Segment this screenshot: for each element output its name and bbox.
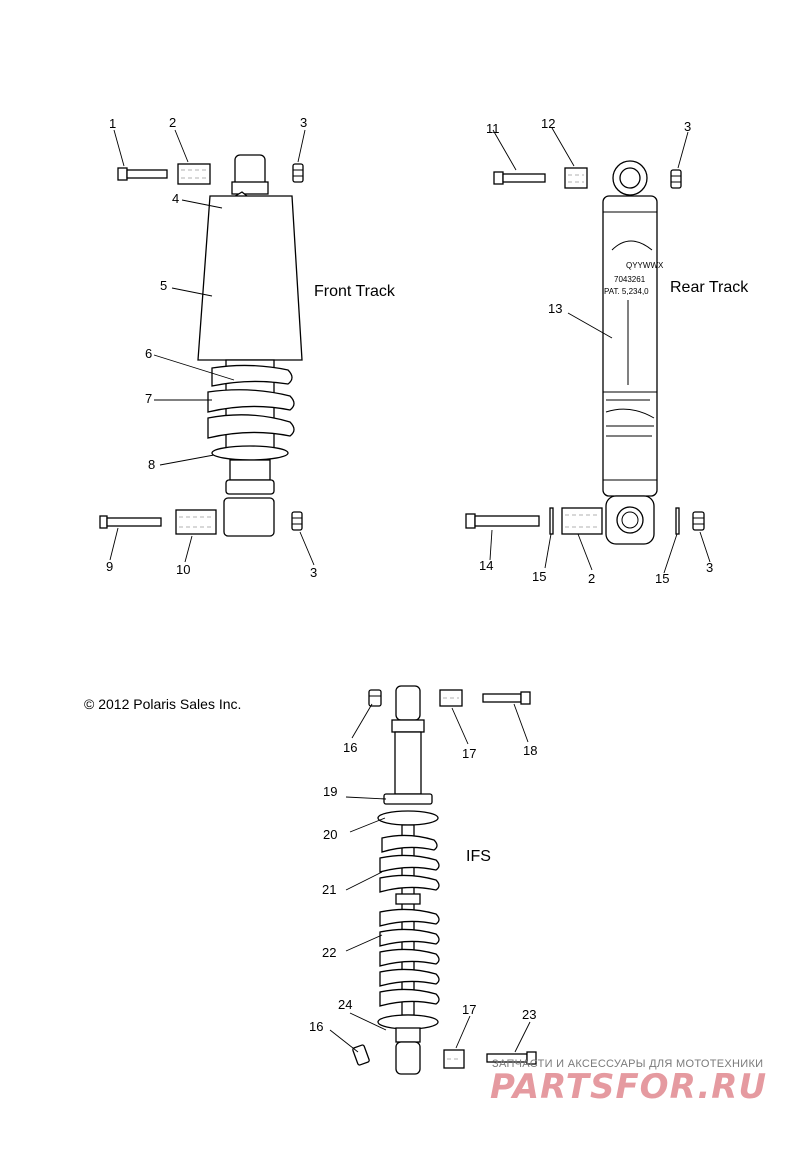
nut-16-bottom xyxy=(352,1044,370,1066)
ifs-cap xyxy=(391,719,425,733)
callout-3-lower: 3 xyxy=(310,565,317,580)
callout-17-top: 17 xyxy=(462,746,476,761)
callout-23: 23 xyxy=(522,1007,536,1022)
spring-7 xyxy=(207,364,295,439)
callout-10: 10 xyxy=(176,562,190,577)
callout-16-top: 16 xyxy=(343,740,357,755)
spring-21 xyxy=(379,834,440,893)
bushing-2-rear xyxy=(561,507,603,535)
lower-eye-ifs xyxy=(395,1041,421,1075)
lower-eye-front xyxy=(223,497,275,537)
callout-8: 8 xyxy=(148,457,155,472)
nut-3-bottom-front xyxy=(291,511,303,531)
callout-15-left: 15 xyxy=(532,569,546,584)
callout-17-bottom: 17 xyxy=(462,1002,476,1017)
nut-3-bottom-rear xyxy=(692,511,705,531)
decal-line-1: QYYWWX xyxy=(626,261,664,270)
callout-4: 4 xyxy=(172,191,179,206)
callout-12: 12 xyxy=(541,116,555,131)
front-track-assembly: 1 2 3 4 5 6 7 8 9 10 3 Front Track xyxy=(99,115,396,580)
nut-16-top xyxy=(368,689,382,707)
upper-eye-ifs xyxy=(395,685,421,721)
callout-6: 6 xyxy=(145,346,152,361)
section-title-ifs: IFS xyxy=(466,848,491,865)
nut-3-top-rear xyxy=(670,169,682,189)
bolt-9 xyxy=(99,515,162,529)
bushing-12 xyxy=(564,167,588,189)
section-title-rear-track: Rear Track xyxy=(670,279,749,296)
upper-mount-front xyxy=(231,181,269,195)
collar-19 xyxy=(383,793,433,805)
spring-seat-20 xyxy=(377,810,439,826)
lower-mount-ifs xyxy=(395,1027,421,1043)
callout-19: 19 xyxy=(323,784,337,799)
spring-seat-24 xyxy=(377,1014,439,1030)
callout-16-bottom: 16 xyxy=(309,1019,323,1034)
bolt-18 xyxy=(482,691,531,705)
ifs-assembly: 16 17 18 19 20 21 22 24 16 17 23 IFS xyxy=(309,685,537,1075)
bushing-17-top xyxy=(439,689,463,707)
callout-24: 24 xyxy=(338,997,352,1012)
bolt-23 xyxy=(486,1051,537,1065)
callout-7: 7 xyxy=(145,391,152,406)
bolt-14 xyxy=(465,513,540,529)
bolt-11 xyxy=(493,171,546,185)
callout-14: 14 xyxy=(479,558,493,573)
decal-line-3: PAT. 5,234,0 xyxy=(604,287,649,296)
spring-seat-8 xyxy=(211,445,289,461)
callout-3: 3 xyxy=(300,115,307,130)
spring-22 xyxy=(379,908,440,1007)
bushing-17-bottom xyxy=(443,1049,465,1069)
bushing-2 xyxy=(177,163,211,185)
callout-15-right: 15 xyxy=(655,571,669,586)
ifs-body xyxy=(394,731,422,795)
rear-track-assembly: QYYWWX 7043261 PAT. 5,234,0 xyxy=(465,116,749,586)
decal-line-2: 7043261 xyxy=(614,275,646,284)
callout-3-rear-top: 3 xyxy=(684,119,691,134)
callout-22: 22 xyxy=(322,945,336,960)
washer-15-left xyxy=(549,507,554,535)
callout-3-rear-bottom: 3 xyxy=(706,560,713,575)
section-title-front-track: Front Track xyxy=(314,283,396,300)
adjuster-ring-front xyxy=(225,479,275,495)
nut-3-top-front xyxy=(292,163,304,183)
spring-divider xyxy=(395,893,421,905)
lower-body-front xyxy=(229,459,271,481)
callout-5: 5 xyxy=(160,278,167,293)
copyright-text: © 2012 Polaris Sales Inc. xyxy=(84,696,241,712)
bushing-10 xyxy=(175,509,217,535)
washer-15-right xyxy=(675,507,680,535)
watermark: ЗАПЧАСТИ И АКСЕССУАРЫ ДЛЯ МОТОТЕХНИКИ PA… xyxy=(490,1058,767,1107)
callout-11: 11 xyxy=(486,121,500,136)
watermark-tagline: ЗАПЧАСТИ И АКСЕССУАРЫ ДЛЯ МОТОТЕХНИКИ xyxy=(492,1058,763,1070)
callout-21: 21 xyxy=(322,882,336,897)
shock-decal: QYYWWX 7043261 PAT. 5,234,0 xyxy=(604,240,664,437)
callout-13: 13 xyxy=(548,301,562,316)
bolt-1 xyxy=(117,167,168,181)
callout-18: 18 xyxy=(523,743,537,758)
callout-1: 1 xyxy=(109,116,116,131)
watermark-brand: PARTSFOR.RU xyxy=(490,1067,767,1107)
callout-9: 9 xyxy=(106,559,113,574)
callout-2: 2 xyxy=(169,115,176,130)
callout-2-rear: 2 xyxy=(588,571,595,586)
callout-20: 20 xyxy=(323,827,337,842)
shock-cover-5 xyxy=(197,195,303,361)
